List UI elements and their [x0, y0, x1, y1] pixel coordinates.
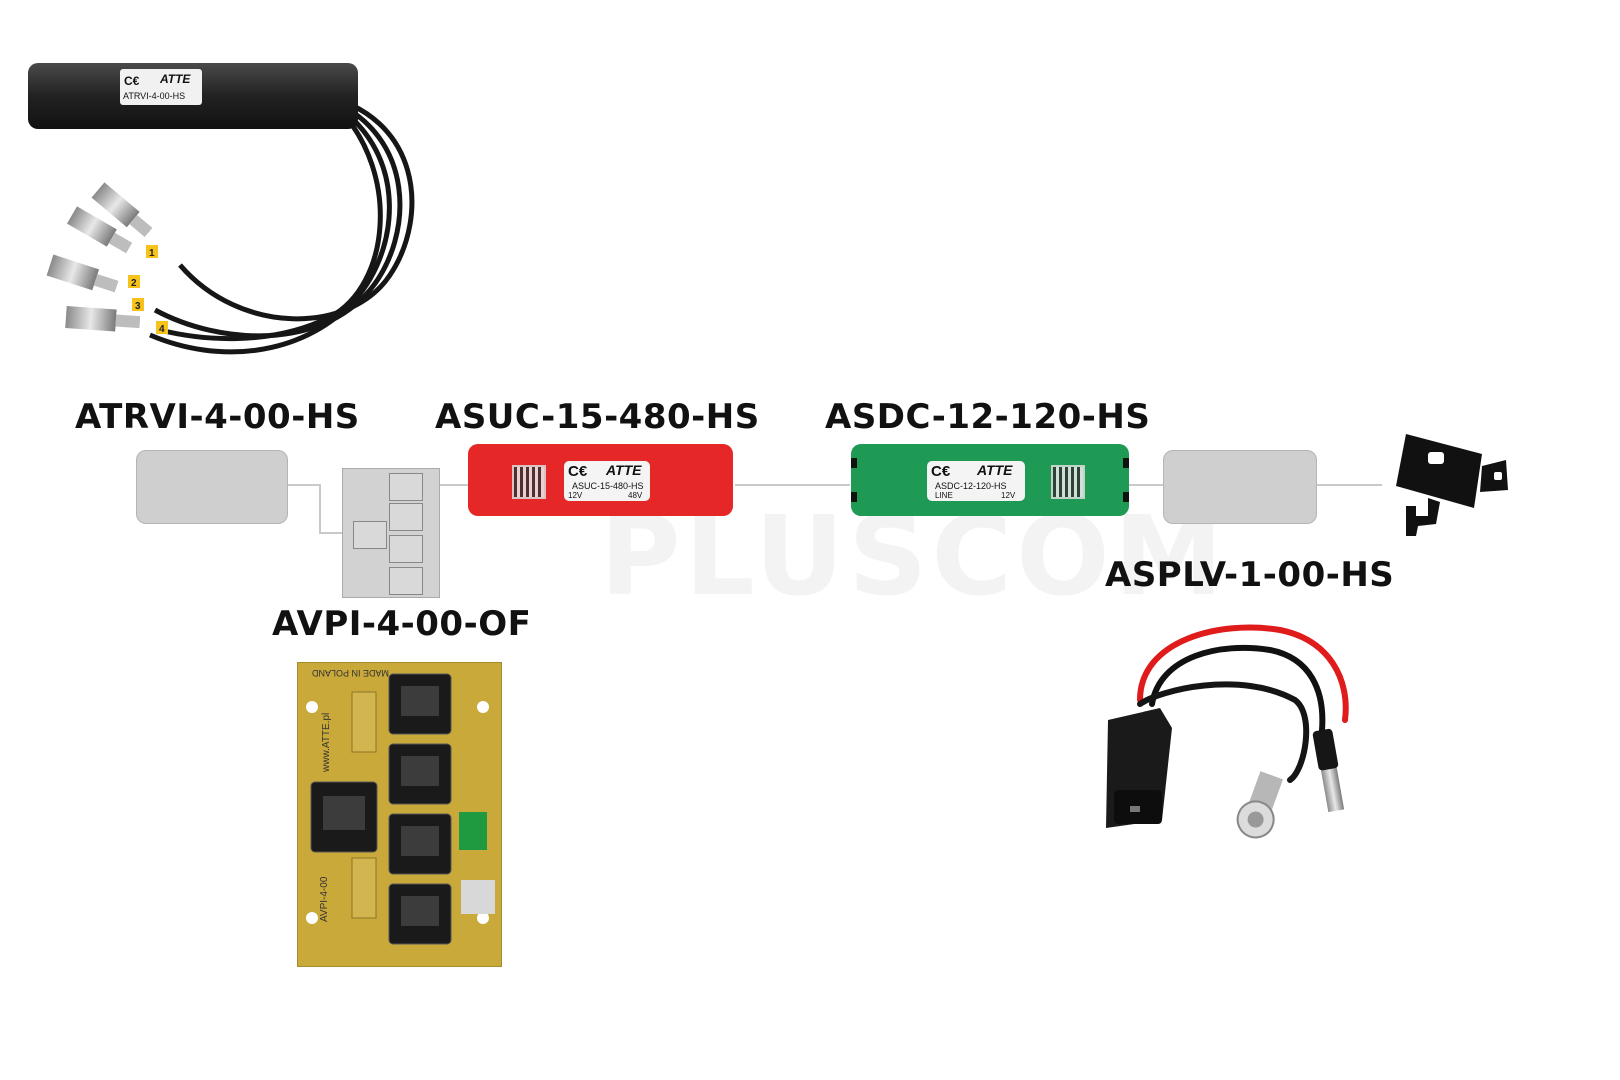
asdc-output-voltage: 12V — [1001, 491, 1016, 500]
asuc-qr-code — [512, 465, 546, 499]
atrvi-label: ATRVI-4-00-HS — [75, 397, 360, 437]
connector-line — [735, 484, 850, 486]
asdc-input-label: LINE — [935, 491, 953, 500]
avpi-pcb-image: MADE IN POLAND www.ATTE.pl AVPI-4-00 — [297, 662, 502, 967]
connector-line — [319, 484, 321, 534]
channel-4-tag: 4 — [159, 324, 165, 335]
asuc-brand-text: ATTE — [606, 462, 642, 478]
asuc-product-tag: C€ ATTE ASUC-15-480-HS 12V 48V — [564, 461, 650, 501]
asuc-label: ASUC-15-480-HS — [435, 397, 760, 437]
connector-line — [1129, 484, 1164, 486]
asdc-product-tag: C€ ATTE ASDC-12-120-HS LINE 12V — [927, 461, 1025, 501]
atrvi-brand-text: ATTE — [159, 72, 191, 86]
asplv-placeholder-box — [1163, 450, 1317, 524]
asdc-module: C€ ATTE ASDC-12-120-HS LINE 12V — [851, 444, 1129, 516]
asuc-model-text: ASUC-15-480-HS — [572, 481, 644, 491]
asdc-label: ASDC-12-120-HS — [825, 397, 1151, 437]
atrvi-placeholder-box — [136, 450, 288, 524]
atrvi-ce-mark: C€ — [124, 74, 140, 88]
atrvi-device-image: C€ ATTE ATRVI-4-00-HS 1 2 3 4 — [28, 63, 415, 355]
connector-line — [319, 532, 353, 534]
asuc-ce-mark: C€ — [568, 463, 588, 480]
channel-2-tag: 2 — [131, 278, 137, 289]
pcb-www-text: www.ATTE.pl — [321, 713, 332, 773]
avpi-schematic-panel — [342, 468, 440, 598]
channel-3-tag: 3 — [135, 301, 141, 312]
connector-line — [288, 484, 321, 486]
avpi-label: AVPI-4-00-OF — [272, 604, 532, 644]
asplv-device-image — [1106, 624, 1349, 839]
atrvi-model-text: ATRVI-4-00-HS — [123, 91, 185, 101]
asplv-label: ASPLV-1-00-HS — [1105, 555, 1395, 595]
pcb-board-name-text: AVPI-4-00 — [319, 876, 330, 922]
asdc-qr-code — [1051, 465, 1085, 499]
asdc-model-text: ASDC-12-120-HS — [935, 481, 1007, 491]
asdc-ce-mark: C€ — [931, 463, 951, 480]
panel-port — [389, 503, 423, 531]
panel-port — [389, 567, 423, 595]
panel-port — [389, 473, 423, 501]
bnc-connector-group — [46, 182, 153, 332]
pcb-made-in-text: MADE IN POLAND — [311, 668, 389, 678]
asuc-module: C€ ATTE ASUC-15-480-HS 12V 48V — [468, 444, 733, 516]
panel-port — [353, 521, 387, 549]
channel-1-tag: 1 — [149, 248, 155, 259]
asdc-brand-text: ATTE — [977, 462, 1013, 478]
asuc-input-voltage: 12V — [568, 491, 583, 500]
connector-line — [1317, 484, 1382, 486]
panel-port — [389, 535, 423, 563]
cctv-camera-icon — [1396, 434, 1508, 536]
connector-line — [437, 484, 469, 486]
asuc-output-voltage: 48V — [628, 491, 643, 500]
